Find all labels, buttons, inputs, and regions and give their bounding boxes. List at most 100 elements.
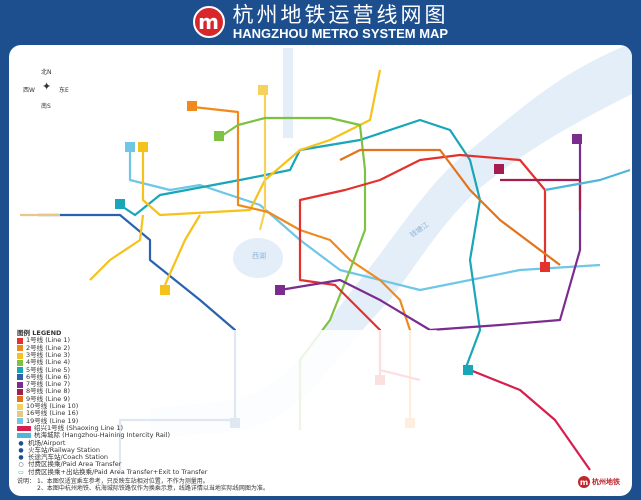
legend-swatch: [17, 374, 23, 381]
legend-exit-transfer: ▭ 付费区换乘+出站换乘/Paid Area Transfer+Exit to T…: [17, 467, 437, 476]
legend-line-5: 5号线 (Line 5): [17, 366, 437, 374]
airport-icon: ●: [18, 439, 24, 447]
legend-label: 1号线 (Line 1): [26, 336, 71, 345]
note-2: 2、本图中杭州地铁、杭海城际铁路仅作为换乘示意，线路详情以当地实际线网图为准。: [37, 485, 269, 492]
legend-label: 长途汽车站/Coach Station: [28, 453, 109, 462]
compass-north: 北N: [41, 69, 52, 76]
legend-swatch: [17, 381, 23, 388]
line-3c: [163, 214, 201, 286]
legend-label: 4号线 (Line 4): [26, 358, 71, 367]
legend: 图例 LEGEND 1号线 (Line 1)2号线 (Line 2)3号线 (L…: [17, 329, 437, 476]
legend-line-3: 3号线 (Line 3): [17, 350, 437, 359]
line-8-badge: [494, 164, 504, 174]
map-panel: 北N 西W 东E 南S ✦ 西湖 钱塘江 图例 LEGEND 1号线 (Line…: [9, 45, 632, 496]
legend-swatch: [17, 338, 23, 344]
legend-label: 绍兴1号线 (Shaoxing Line 1): [34, 423, 123, 432]
legend-swatch: [17, 396, 23, 403]
legend-label: 8号线 (Line 8): [26, 387, 71, 396]
compass-rose: 北N 西W 东E 南S ✦: [23, 67, 73, 110]
coach-station-icon: ●: [18, 454, 24, 462]
west-lake: [233, 238, 283, 278]
legend-swatch: [17, 403, 23, 410]
legend-swatch: [17, 359, 23, 366]
legend-line-8: 8号线 (Line 8): [17, 388, 437, 395]
compass-south: 南S: [41, 103, 51, 110]
legend-swatch: [17, 410, 23, 417]
legend-hanghai: 杭海城际 (Hangzhou-Haining Intercity Rail): [17, 431, 437, 440]
line-1: [298, 153, 547, 385]
line-5-badge: [115, 199, 125, 209]
header: m 杭州地铁运营线网图 HANGZHOU METRO SYSTEM MAP: [0, 0, 641, 44]
notes-label: 说明：: [17, 478, 36, 485]
line-9: [339, 148, 561, 266]
line-5: [119, 118, 482, 371]
railway-station-icon: ●: [18, 446, 24, 454]
line-3-badge: [138, 142, 148, 152]
legend-label: 3号线 (Line 3): [26, 350, 71, 359]
page-subtitle: HANGZHOU METRO SYSTEM MAP: [232, 26, 449, 41]
legend-airport: ● 机场/Airport: [17, 438, 437, 447]
legend-transfer: ○付费区换乘/Paid Area Transfer: [17, 461, 437, 469]
footer-logo-text: 杭州地铁: [592, 478, 620, 486]
legend-label: 7号线 (Line 7): [26, 380, 71, 389]
legend-label: 机场/Airport: [28, 438, 66, 447]
line-2-badge: [187, 101, 197, 111]
line-4-badge: [214, 131, 224, 141]
metro-logo: m: [192, 6, 225, 38]
compass-star-icon: ✦: [42, 80, 52, 93]
note-1: 1、本图仅适宜乘车参考，只反映车站相对位置，不作为测量用。: [36, 478, 209, 485]
legend-label: 19号线 (Line 19): [26, 416, 79, 425]
legend-label: 付费区换乘+出站换乘/Paid Area Transfer+Exit to Tr…: [28, 467, 208, 476]
qiantang-river: [150, 45, 632, 440]
page-title: 杭州地铁运营线网图: [232, 3, 449, 27]
line-7-badge: [572, 134, 582, 144]
transfer-icon: ○: [18, 461, 24, 469]
legend-swatch: [17, 418, 23, 425]
line-10-badge: [258, 85, 268, 95]
exit-transfer-icon: ▭: [18, 468, 24, 476]
legend-shaoxing: 绍兴1号线 (Shaoxing Line 1): [17, 423, 437, 432]
line-10: [258, 92, 267, 231]
line-1-badge-b: [540, 262, 550, 272]
line-3b: [89, 214, 145, 281]
legend-swatch: [17, 389, 23, 396]
hanghai-line: [544, 168, 631, 192]
line-2: [192, 105, 412, 420]
legend-label: 火车站/Railway Station: [28, 445, 100, 454]
legend-and-notes: 图例 LEGEND 1号线 (Line 1)2号线 (Line 2)3号线 (L…: [17, 329, 437, 492]
legend-label: 16号线 (Line 16): [26, 409, 79, 418]
legend-label: 杭海城际 (Hangzhou-Haining Intercity Rail): [34, 431, 171, 440]
legend-line-4: 4号线 (Line 4): [17, 358, 437, 367]
legend-swatch: [17, 352, 23, 359]
line-7: [279, 140, 582, 332]
legend-line-2: 2号线 (Line 2): [17, 343, 437, 352]
legend-swatch: [17, 433, 31, 439]
line-19-badge: [125, 142, 135, 152]
legend-label: 9号线 (Line 9): [26, 394, 71, 403]
line-3-badge-b: [160, 285, 170, 295]
shaoxing-line-1: [469, 368, 591, 471]
compass-west: 西W: [23, 87, 35, 94]
legend-swatch: [17, 345, 23, 352]
metro-logo-small: m: [578, 476, 590, 488]
legend-swatch: [17, 426, 31, 432]
legend-line-10: 10号线 (Line 10): [17, 402, 437, 411]
line-19: [128, 148, 601, 292]
legend-line-7: 7号线 (Line 7): [17, 380, 437, 389]
footer-logo: m 杭州地铁: [578, 476, 620, 488]
compass-east: 东E: [59, 87, 69, 94]
west-lake-label: 西湖: [252, 252, 266, 260]
legend-railway: ● 火车站/Railway Station: [17, 445, 437, 454]
line-8: [500, 178, 582, 210]
line-5-badge-b: [463, 365, 473, 375]
canal: [283, 48, 293, 138]
legend-line-6: 6号线 (Line 6): [17, 373, 437, 381]
notes: 说明： 1、本图仅适宜乘车参考，只反映车站相对位置，不作为测量用。 2、本图中杭…: [17, 478, 437, 492]
legend-label: 10号线 (Line 10): [26, 402, 79, 411]
legend-line-1: 1号线 (Line 1): [17, 337, 437, 344]
metro-lines: [20, 69, 631, 471]
legend-line-12: 19号线 (Line 19): [17, 416, 437, 425]
legend-title: 图例 LEGEND: [17, 329, 62, 338]
legend-label: 2号线 (Line 2): [26, 343, 71, 352]
line-7-badge-b: [275, 285, 285, 295]
